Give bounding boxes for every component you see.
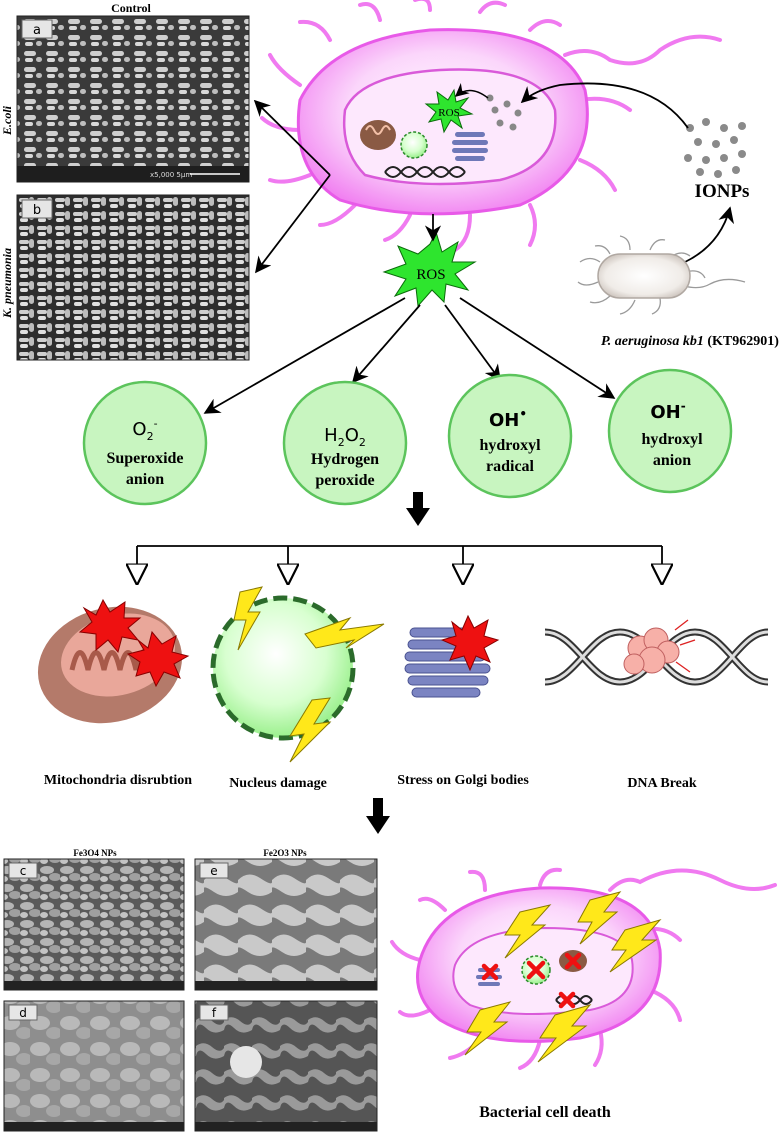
ros-star-center (382, 230, 477, 308)
dna-illustration (544, 619, 769, 686)
sem-panel-b: b (16, 194, 250, 361)
name-line: hydroxyl (641, 431, 703, 448)
arrow-to-hydroxyl-radical (444, 304, 501, 382)
thick-down-arrow-2 (366, 798, 390, 834)
name-line: Superoxide (106, 450, 183, 467)
organism-label-ecoli: E.coli (0, 105, 14, 136)
arrow-ionps-to-cell (520, 82, 689, 129)
panel-letter: a (33, 23, 41, 38)
ionps-particles (684, 118, 746, 178)
golgi-illustration (404, 614, 500, 698)
effect-label-dna: DNA Break (627, 776, 697, 791)
effect-label-nucleus: Nucleus damage (229, 776, 327, 791)
nucleus-illustration (210, 586, 385, 763)
ionps-label: IONPs (695, 181, 750, 202)
arrow-to-superoxide (203, 297, 406, 414)
sem-panel-e: e (194, 858, 378, 991)
name-line: hydroxyl (479, 437, 541, 454)
flagella (260, 0, 722, 252)
ros-circle-hydroxyl-anion: OH- hydroxyl anion (607, 368, 733, 494)
branch-bracket (137, 545, 662, 583)
name-line: peroxide (315, 472, 374, 489)
name-line: radical (486, 458, 535, 475)
name-line: Hydrogen (311, 451, 379, 468)
nucleus (400, 131, 428, 159)
panel-letter: f (212, 1006, 217, 1020)
sem-panel-c: c (3, 858, 185, 991)
source-bacterium (577, 235, 746, 315)
panel-letter: d (19, 1006, 27, 1020)
scale-text: x5,000 5μm (150, 171, 192, 179)
arrow-to-hydroxyl-anion (459, 297, 616, 399)
organism-label-kpneumonia: K. pneumonia (0, 248, 14, 319)
sem-panel-a: a x5,000 5μm (16, 15, 250, 183)
control-title: Control (111, 1, 151, 15)
fe3o4-title: Fe3O4 NPs (73, 848, 117, 858)
source-bacterium-label: P. aeruginosa kb1 (KT962901) (601, 334, 779, 349)
fe2o3-title: Fe2O3 NPs (263, 848, 307, 858)
arrow-source-to-ionps (684, 206, 735, 263)
effect-label-golgi: Stress on Golgi bodies (397, 773, 529, 788)
dying-bacterium (390, 867, 777, 1070)
panel-letter: e (210, 864, 217, 878)
ros-circle-hydroxyl-radical: OH• hydroxyl radical (447, 373, 573, 499)
effect-label-mitochondria: Mitochondria disrubtion (44, 773, 192, 788)
ros-center-label: ROS (416, 267, 445, 283)
thick-down-arrow-1 (406, 492, 430, 526)
particles-inside (486, 94, 522, 131)
ros-circle-h2o2: H2O2 Hydrogen peroxide (282, 380, 408, 506)
top-bacterium: ROS (260, 0, 722, 252)
arrow-to-h2o2 (351, 304, 421, 384)
arrow-to-panel-b (255, 174, 331, 274)
formula: OH- (650, 399, 685, 423)
sem-panel-d: d (3, 1000, 185, 1132)
name-line: anion (126, 471, 164, 488)
dna (384, 166, 466, 178)
formula: OH• (489, 407, 527, 431)
arrow-to-panel-a (253, 99, 331, 176)
golgi (452, 132, 488, 161)
mitochondria-illustration (37, 598, 190, 724)
formula: H2O2 (324, 425, 366, 449)
name-line: anion (653, 452, 691, 469)
death-label: Bacterial cell death (479, 1104, 611, 1121)
panel-letter: b (33, 203, 41, 218)
formula: O2- (132, 417, 157, 443)
ros-small-label: ROS (438, 107, 459, 119)
sem-panel-f: f (194, 1000, 378, 1132)
ros-circle-superoxide: O2- Superoxide anion (82, 380, 208, 506)
panel-letter: c (20, 864, 27, 878)
ros-star-small (424, 88, 474, 134)
